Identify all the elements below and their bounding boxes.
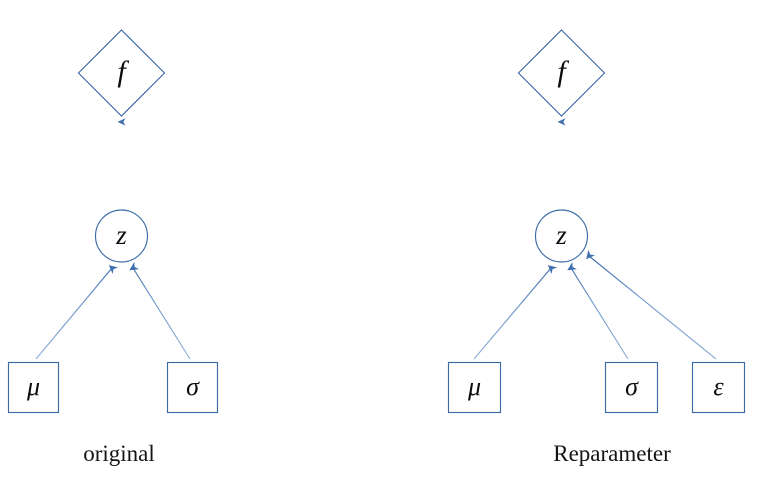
node-sigma-original: σ [166,361,219,414]
node-mu-original: μ [7,361,60,414]
panel-reparameter: f z μ σ ε Reparameter [447,29,746,466]
edge-epsilon-to-z [586,249,717,360]
node-z-label: z [115,220,127,250]
node-sigma-label: σ [186,372,200,401]
rect-shape [166,361,219,414]
rect-shape [447,361,502,414]
edges-reparameter [473,118,717,360]
edges-original [35,118,191,360]
node-z-label: z [555,220,567,250]
edge-mu-to-z [473,265,558,360]
edge-sigma-to-z [129,261,191,360]
circle-shape [534,209,589,263]
node-f-reparameter: f [517,29,606,117]
edge-sigma-to-z [567,261,629,360]
node-f-original: f [77,29,166,117]
diamond-shape [517,29,606,117]
panel-caption-reparameter: Reparameter [553,441,671,466]
node-mu-reparameter: μ [447,361,502,414]
node-epsilon-label: ε [713,372,724,401]
node-mu-label: μ [467,372,481,401]
node-sigma-label: σ [625,372,639,401]
diamond-shape [77,29,166,117]
edge-mu-to-z [35,265,119,360]
panel-caption-original: original [83,441,155,466]
node-z-reparameter: z [534,209,589,263]
rect-shape [7,361,60,414]
panel-original: f z μ σ original [7,29,219,466]
node-epsilon-reparameter: ε [691,361,746,414]
rect-shape [604,361,659,414]
node-sigma-reparameter: σ [604,361,659,414]
circle-shape [94,209,149,263]
node-mu-label: μ [26,372,40,401]
rect-shape [691,361,746,414]
node-z-original: z [94,209,149,263]
